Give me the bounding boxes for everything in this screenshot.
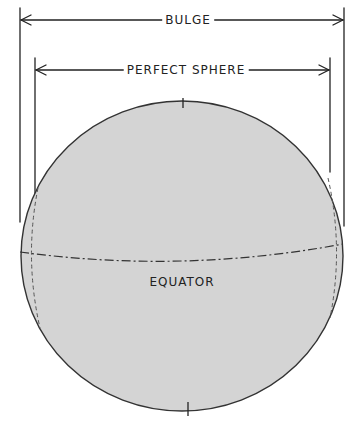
sphere: EQUATOR	[18, 98, 348, 416]
dimension-label: PERFECT SPHERE	[124, 63, 249, 77]
sphere-outline	[18, 98, 348, 416]
dimension-label: BULGE	[162, 13, 214, 27]
equator-label: EQUATOR	[149, 275, 214, 289]
